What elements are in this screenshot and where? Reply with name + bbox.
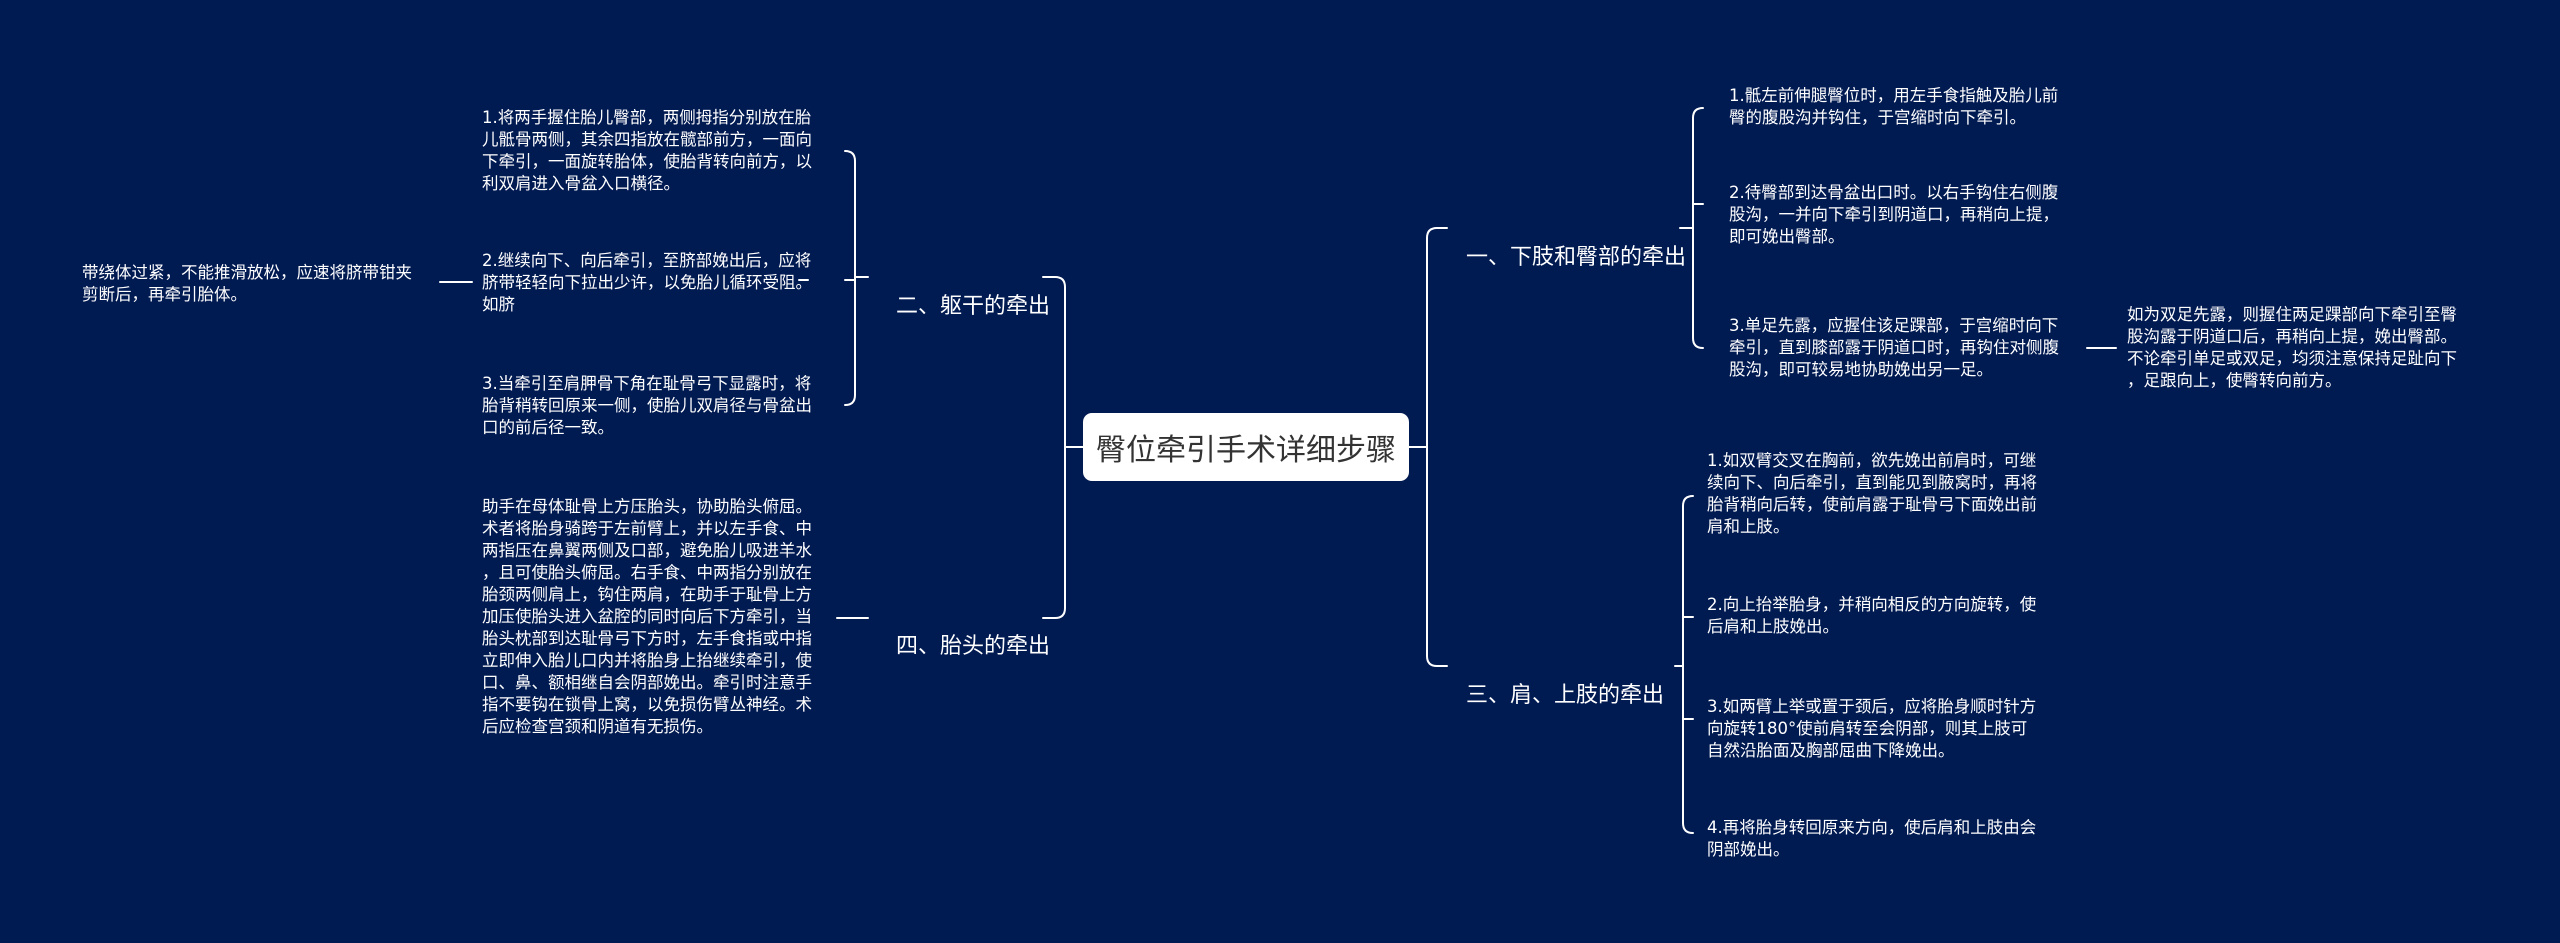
leaf-left-2-2-note[interactable]: 带绕体过紧，不能推滑放松，应速将脐带钳夹 剪断后，再牵引胎体。	[82, 263, 412, 304]
leaf-left-2-3[interactable]: 3.当牵引至肩胛骨下角在耻骨弓下显露时，将 胎背稍转回原来一侧，使胎儿双肩径与骨…	[482, 374, 812, 437]
leaf-right-1-2[interactable]: 2.待臀部到达骨盆出口时。以右手钩住右侧腹 股沟，一并向下牵引到阴道口，再稍向上…	[1729, 183, 2059, 246]
leaf-right-3-1[interactable]: 1.如双臂交叉在胸前，欲先娩出前肩时，可继 续向下、向后牵引，直到能见到腋窝时，…	[1707, 451, 2037, 536]
branch-trunk[interactable]: 二、躯干的牵出	[882, 262, 1050, 322]
root-topic[interactable]: 臀位牵引手术详细步骤	[1083, 413, 1409, 481]
branch-label: 四、胎头的牵出	[896, 634, 1051, 659]
branch-head[interactable]: 四、胎头的牵出	[882, 602, 1050, 662]
leaf-left-2-2[interactable]: 2.继续向下、向后牵引，至脐部娩出后，应将 脐带轻轻向下拉出少许，以免胎儿循环受…	[482, 251, 812, 314]
branch-label: 三、肩、上肢的牵出	[1466, 683, 1665, 708]
leaf-right-3-4[interactable]: 4.再将胎身转回原来方向，使后肩和上肢由会 阴部娩出。	[1707, 818, 2037, 859]
leaf-left-2-1[interactable]: 1.将两手握住胎儿臀部，两侧拇指分别放在胎 儿骶骨两侧，其余四指放在髋部前方，一…	[482, 108, 812, 193]
leaf-right-3-3[interactable]: 3.如两臂上举或置于颈后，应将胎身顺时针方 向旋转180°使前肩转至会阴部，则其…	[1707, 697, 2037, 760]
root-title: 臀位牵引手术详细步骤	[1096, 433, 1396, 468]
leaf-right-1-3-note[interactable]: 如为双足先露，则握住两足踝部向下牵引至臀 股沟露于阴道口后，再稍向上提，娩出臀部…	[2127, 305, 2457, 390]
leaf-right-1-1[interactable]: 1.骶左前伸腿臀位时，用左手食指触及胎儿前 臀的腹股沟并钩住，于宫缩时向下牵引。	[1729, 86, 2059, 127]
branch-shoulders-upper-limbs[interactable]: 三、肩、上肢的牵出	[1452, 651, 1664, 711]
leaf-right-3-2[interactable]: 2.向上抬举胎身，并稍向相反的方向旋转，使 后肩和上肢娩出。	[1707, 595, 2037, 636]
branch-label: 一、下肢和臀部的牵出	[1466, 245, 1687, 270]
leaf-right-1-3[interactable]: 3.单足先露，应握住该足踝部，于宫缩时向下 牵引，直到膝部露于阴道口时，再钩住对…	[1729, 316, 2059, 379]
branch-lower-limbs-buttocks[interactable]: 一、下肢和臀部的牵出	[1452, 213, 1686, 273]
leaf-left-4-1[interactable]: 助手在母体耻骨上方压胎头，协助胎头俯屈。 术者将胎身骑跨于左前臂上，并以左手食、…	[482, 497, 812, 736]
branch-label: 二、躯干的牵出	[896, 294, 1051, 319]
